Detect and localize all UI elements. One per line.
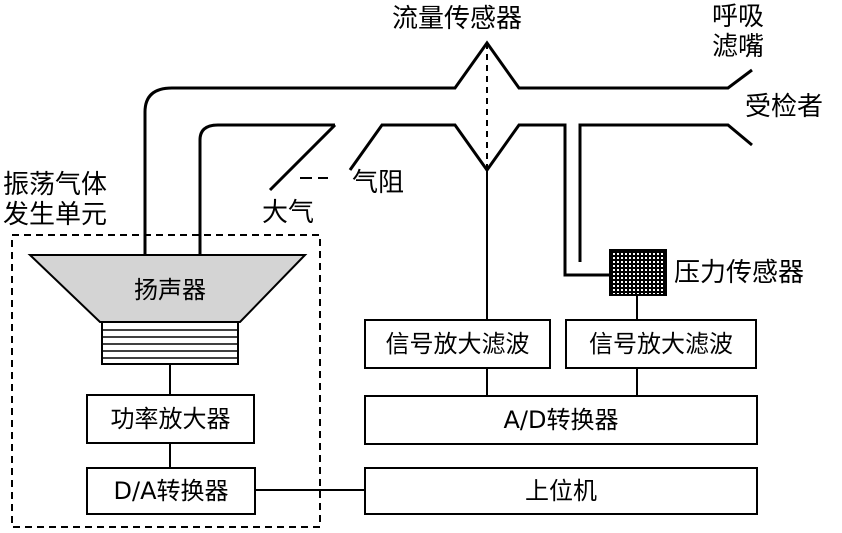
oscillation-unit-label-line2: 发生单元 xyxy=(3,200,108,230)
block-boxes xyxy=(86,319,758,515)
speaker-label: 扬声器 xyxy=(134,276,206,304)
pipe-lower-wall xyxy=(348,123,610,277)
pressure-sensor-element xyxy=(609,249,667,296)
da-converter-label: D/A转换器 xyxy=(113,477,229,505)
host-pc-box xyxy=(364,467,758,515)
host-pc-label: 上位机 xyxy=(525,477,597,505)
power-amp-box xyxy=(86,394,255,444)
subject-label: 受检者 xyxy=(745,92,824,122)
speaker-coil xyxy=(101,321,239,365)
ad-converter-label: A/D转换器 xyxy=(503,406,619,434)
filter-left-box xyxy=(364,319,551,369)
filter-right-box xyxy=(565,319,757,369)
speaker-shape xyxy=(27,254,308,323)
mouthpiece-label-line1: 呼吸 xyxy=(712,2,765,32)
da-converter-box xyxy=(86,467,256,515)
pipe-outer-wall xyxy=(143,40,753,255)
filter-right-label: 信号放大滤波 xyxy=(589,330,733,358)
signal-lines xyxy=(169,170,638,491)
pressure-sensor-label: 压力传感器 xyxy=(674,258,805,288)
power-amp-label: 功率放大器 xyxy=(110,405,231,433)
air-resistance-vent xyxy=(268,123,337,192)
flow-sensor-label: 流量传感器 xyxy=(392,4,523,34)
speaker-coil-lines xyxy=(102,329,238,359)
air-resistance-label: 气阻 xyxy=(352,168,405,198)
pipe-inner-wall xyxy=(198,123,335,255)
pipe-pressure-tap xyxy=(578,123,753,262)
atmosphere-label: 大气 xyxy=(262,198,315,228)
filter-left-label: 信号放大滤波 xyxy=(385,330,530,358)
ad-converter-box xyxy=(364,395,758,445)
oscillation-unit-label-line1: 振荡气体 xyxy=(3,170,108,200)
mouthpiece-label-line2: 滤嘴 xyxy=(712,32,765,62)
